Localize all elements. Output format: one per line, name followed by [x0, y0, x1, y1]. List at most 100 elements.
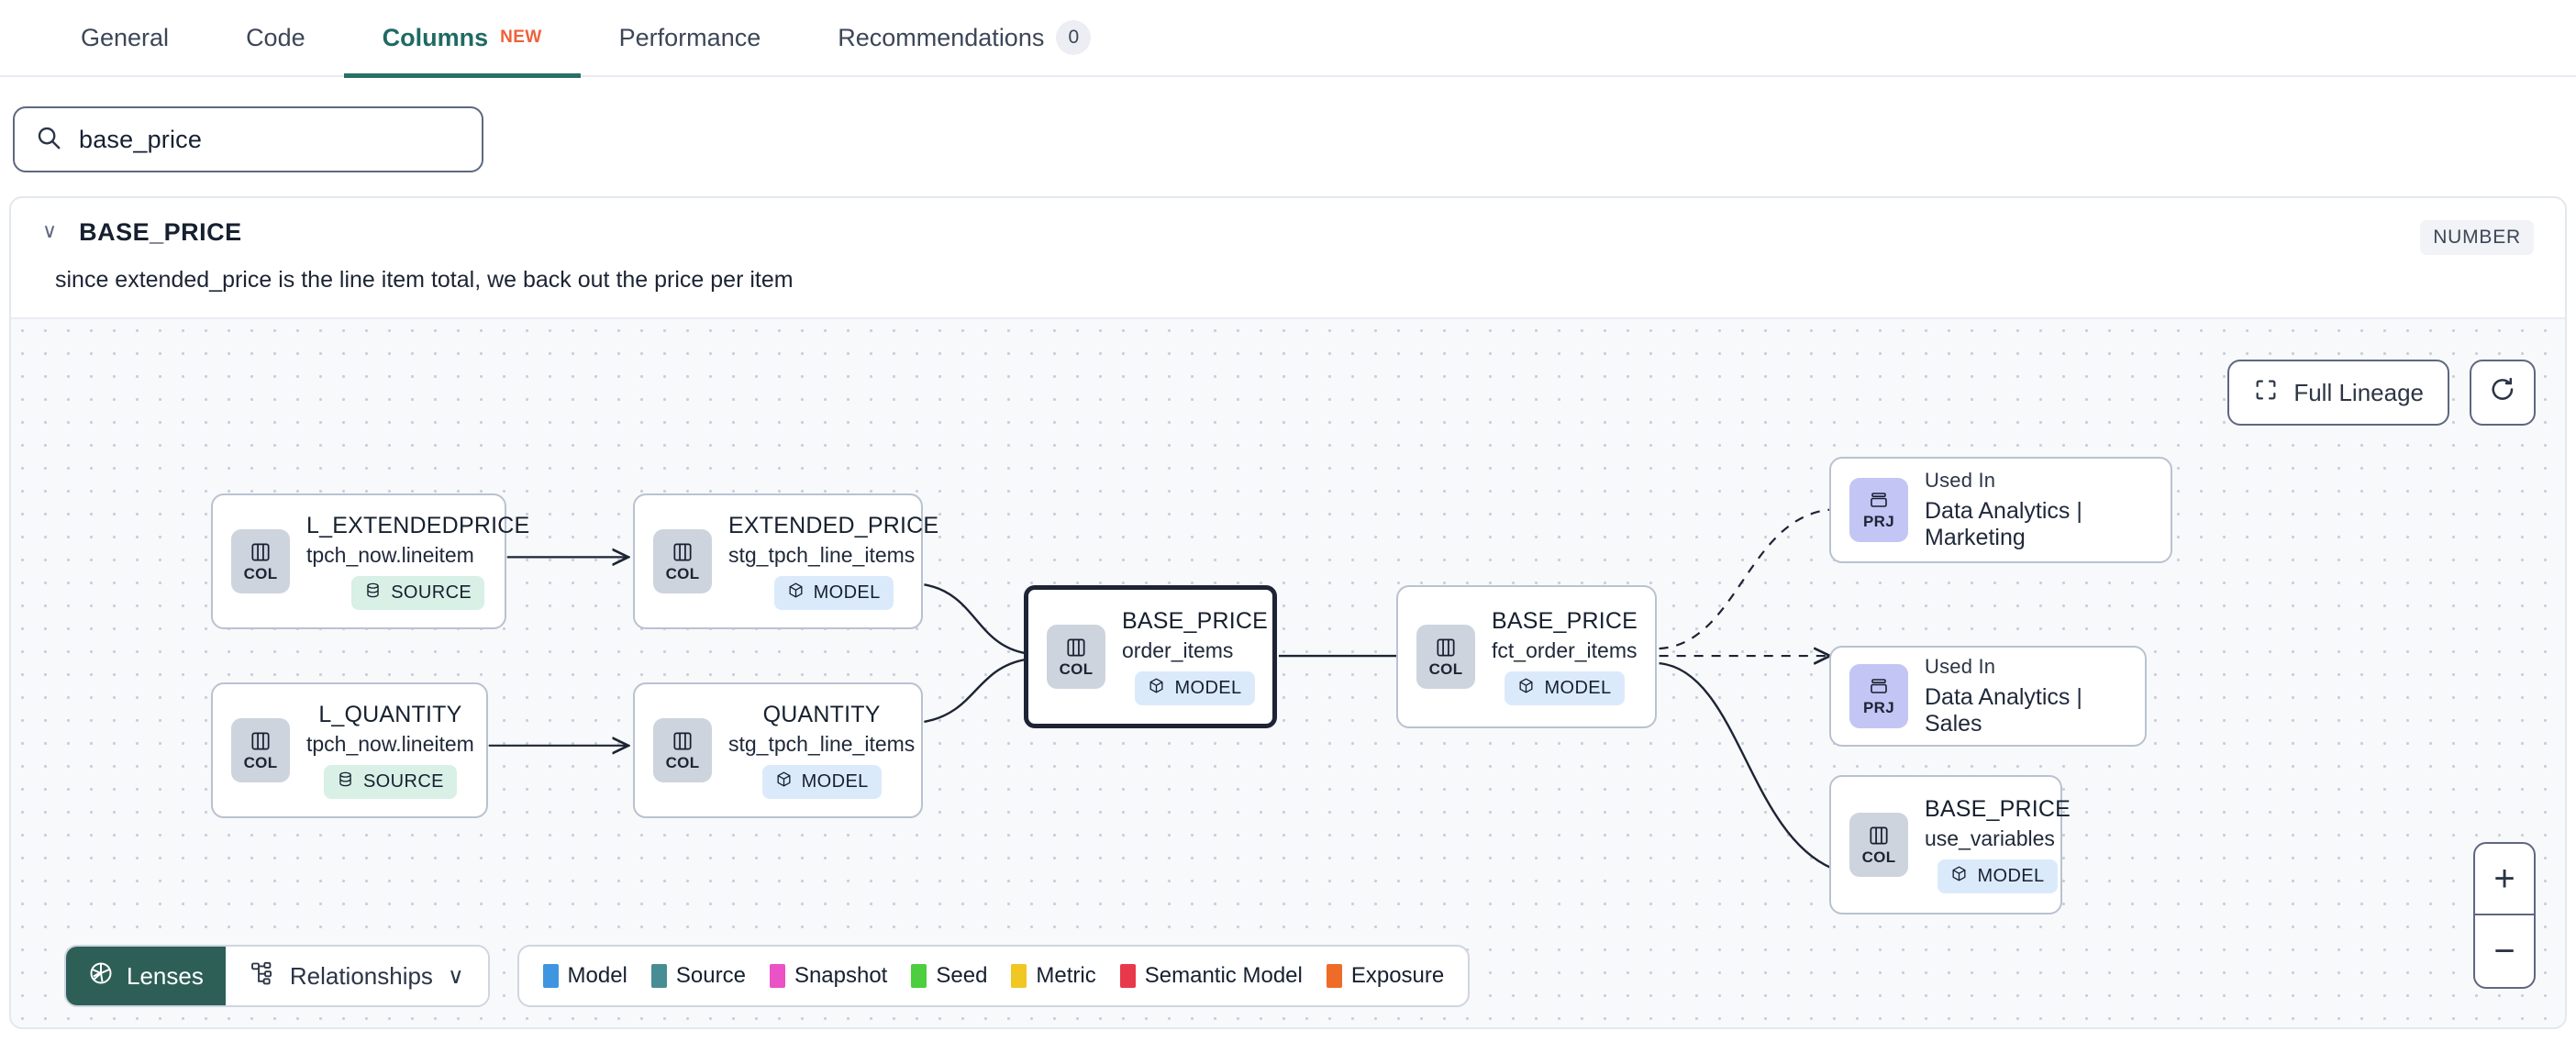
legend-item-snapshot: Snapshot	[769, 963, 888, 989]
lenses-label: Lenses	[127, 961, 204, 990]
node-kind-label: MODEL	[1174, 678, 1242, 698]
prj-badge-label: PRJ	[1863, 512, 1894, 530]
node-title: EXTENDED_PRICE	[728, 513, 939, 538]
column-header: ∨ BASE_PRICE NUMBER since extended_price…	[11, 198, 2565, 294]
legend-swatch	[1119, 964, 1136, 988]
col-badge: COL	[653, 529, 712, 593]
legend-item-seed: Seed	[911, 963, 987, 989]
search-value: base_price	[79, 125, 203, 153]
lineage-node-base-price-use-variables[interactable]: COL BASE_PRICE use_variables MODEL	[1829, 775, 2071, 914]
legend-label: Semantic Model	[1144, 963, 1303, 988]
lineage-bottom-bar: Lenses Relationships ∨	[64, 945, 1471, 1007]
col-badge: COL	[1416, 625, 1475, 689]
node-kind-pill: SOURCE	[351, 576, 485, 610]
lenses-button[interactable]: Lenses	[66, 947, 226, 1005]
lineage-node-extended-price[interactable]: COL EXTENDED_PRICE stg_tpch_line_items M…	[633, 493, 938, 629]
lineage-edges	[488, 508, 1833, 870]
node-kind-pill: MODEL	[773, 576, 894, 610]
prj-badge: PRJ	[1849, 478, 1908, 542]
node-used-in-label: Used In	[1925, 655, 1996, 678]
zoom-in-button[interactable]: +	[2475, 844, 2534, 915]
legend-label: Source	[675, 963, 746, 988]
legend-item-source: Source	[650, 963, 746, 989]
col-badge: COL	[231, 529, 290, 593]
lineage-node-quantity[interactable]: COL QUANTITY stg_tpch_line_items MODEL	[633, 682, 923, 818]
full-lineage-button[interactable]: Full Lineage	[2227, 360, 2449, 426]
legend-item-exposure: Exposure	[1326, 963, 1444, 989]
node-title: BASE_PRICE	[1122, 608, 1269, 634]
column-detail-panel: ∨ BASE_PRICE NUMBER since extended_price…	[9, 196, 2567, 1029]
tab-label: Recommendations	[838, 23, 1045, 51]
lineage-node-l-extendedprice[interactable]: COL L_EXTENDEDPRICE tpch_now.lineitem SO…	[211, 493, 529, 629]
col-badge: COL	[1047, 625, 1105, 689]
tab-label: Columns	[382, 23, 489, 51]
legend-swatch	[1011, 964, 1027, 988]
legend-label: Snapshot	[794, 963, 888, 988]
canvas-toolbar: Full Lineage	[2227, 360, 2536, 426]
cube-icon	[787, 582, 805, 604]
col-badge-label: COL	[665, 564, 700, 582]
legend-swatch	[769, 964, 785, 988]
legend-swatch	[542, 964, 559, 988]
node-title: BASE_PRICE	[1492, 608, 1638, 634]
lineage-node-l-quantity[interactable]: COL L_QUANTITY tpch_now.lineitem SOURCE	[211, 682, 488, 818]
tab-recommendations[interactable]: Recommendations 0	[799, 0, 1129, 76]
search-input[interactable]: base_price	[13, 106, 483, 172]
node-kind-label: MODEL	[813, 582, 881, 603]
col-badge: COL	[1849, 813, 1908, 877]
node-kind-label: SOURCE	[362, 771, 444, 792]
node-subtitle: order_items	[1122, 638, 1234, 662]
node-subtitle: use_variables	[1925, 826, 2055, 850]
expand-icon	[2253, 377, 2279, 409]
full-lineage-label: Full Lineage	[2293, 378, 2424, 406]
node-subtitle: tpch_now.lineitem	[306, 732, 474, 756]
cube-icon	[1517, 677, 1535, 700]
node-subtitle: stg_tpch_line_items	[728, 543, 916, 567]
lineage-node-base-price-order-items[interactable]: COL BASE_PRICE order_items MODEL	[1024, 585, 1277, 728]
relationships-label: Relationships	[289, 961, 433, 990]
node-kind-label: MODEL	[1544, 678, 1612, 698]
lineage-canvas[interactable]: COL L_EXTENDEDPRICE tpch_now.lineitem SO…	[11, 317, 2565, 1027]
tab-bar: General Code Columns NEW Performance Rec…	[0, 0, 2576, 78]
tab-columns[interactable]: Columns NEW	[343, 0, 581, 78]
legend-swatch	[1326, 964, 1342, 988]
node-used-in-label: Used In	[1925, 469, 1996, 492]
node-kind-label: MODEL	[1977, 866, 2045, 886]
tab-general[interactable]: General	[42, 0, 207, 76]
cube-icon	[1950, 865, 1968, 888]
col-badge-label: COL	[1861, 848, 1896, 866]
page-title: BASE_PRICE	[79, 218, 242, 246]
node-kind-pill: MODEL	[761, 765, 882, 799]
node-subtitle: tpch_now.lineitem	[306, 543, 474, 567]
prj-badge: PRJ	[1849, 664, 1908, 728]
column-data-type-badge: NUMBER	[2420, 220, 2534, 255]
chevron-down-icon[interactable]: ∨	[42, 218, 58, 242]
node-subtitle: stg_tpch_line_items	[728, 732, 916, 756]
lineage-node-project-marketing[interactable]: PRJ Used In Data Analytics | Marketing	[1829, 457, 2172, 563]
lineage-node-base-price-fct-order-items[interactable]: COL BASE_PRICE fct_order_items MODEL	[1396, 585, 1657, 728]
tab-performance[interactable]: Performance	[581, 0, 800, 76]
zoom-out-button[interactable]: −	[2493, 930, 2515, 971]
col-badge-label: COL	[243, 753, 278, 771]
search-icon	[35, 124, 62, 156]
lineage-node-project-sales[interactable]: PRJ Used In Data Analytics | Sales	[1829, 646, 2147, 747]
node-kind-label: SOURCE	[391, 582, 472, 603]
legend-label: Metric	[1036, 963, 1096, 988]
tab-label: Performance	[618, 23, 761, 51]
cube-icon	[775, 770, 793, 793]
node-kind-pill: MODEL	[1505, 671, 1625, 705]
legend-item-metric: Metric	[1011, 963, 1096, 989]
col-badge-label: COL	[665, 753, 700, 771]
node-project-name: Data Analytics | Sales	[1925, 684, 2082, 737]
node-title: L_EXTENDEDPRICE	[306, 513, 530, 538]
node-project-name: Data Analytics | Marketing	[1925, 498, 2082, 550]
tab-code[interactable]: Code	[207, 0, 344, 76]
node-title: BASE_PRICE	[1925, 796, 2071, 822]
node-kind-pill: MODEL	[1135, 671, 1255, 705]
zoom-controls: + −	[2473, 842, 2536, 989]
node-kind-pill: SOURCE	[323, 765, 457, 799]
relationships-dropdown[interactable]: Relationships ∨	[225, 947, 488, 1005]
prj-badge-label: PRJ	[1863, 698, 1894, 716]
refresh-button[interactable]	[2470, 360, 2536, 426]
search-area: base_price	[0, 77, 2576, 196]
